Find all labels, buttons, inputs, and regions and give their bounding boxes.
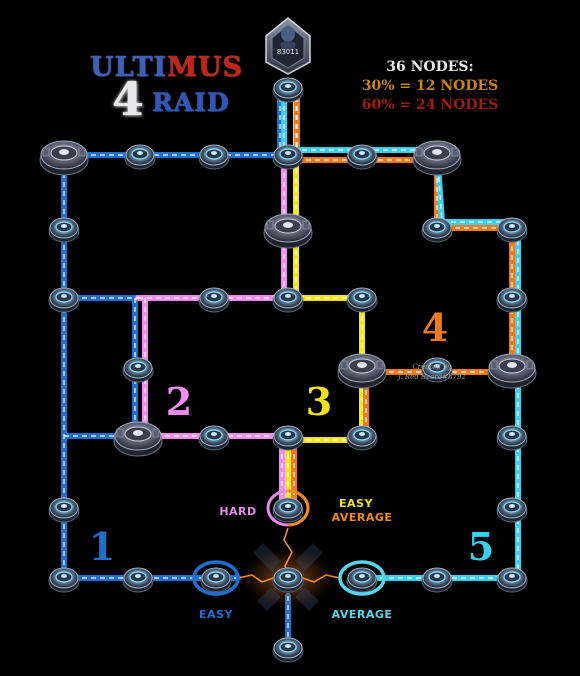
path-number-3: 3 bbox=[306, 379, 332, 424]
title-ulti: ULTI bbox=[90, 52, 168, 83]
raid-node[interactable] bbox=[496, 287, 528, 313]
raid-node[interactable] bbox=[122, 567, 154, 593]
raid-node-large[interactable] bbox=[113, 421, 163, 457]
info-total-nodes: 36 NODES: bbox=[386, 59, 474, 75]
label-average: AVERAGE bbox=[332, 608, 393, 621]
credit-line2: J. Red Beard#8792 bbox=[398, 373, 466, 381]
raid-node[interactable] bbox=[496, 567, 528, 593]
info-30-percent: 30% = 12 NODES bbox=[361, 78, 499, 94]
raid-node[interactable] bbox=[272, 77, 304, 103]
boss-label: 83011 bbox=[277, 48, 299, 56]
raid-node[interactable] bbox=[421, 357, 453, 383]
raid-node[interactable] bbox=[124, 144, 156, 170]
start-rings bbox=[192, 489, 386, 596]
node-info: 36 NODES: 30% = 12 NODES 60% = 24 NODES bbox=[360, 58, 500, 115]
raid-node[interactable] bbox=[48, 567, 80, 593]
node-layer bbox=[39, 77, 537, 663]
raid-node[interactable] bbox=[48, 497, 80, 523]
path-number-4: 4 bbox=[422, 305, 448, 350]
path-number-1: 1 bbox=[89, 524, 115, 569]
easy-start-ring[interactable] bbox=[192, 560, 240, 596]
raid-node[interactable] bbox=[200, 567, 232, 593]
label-easy: EASY bbox=[199, 608, 233, 621]
title-line1: ULTIMUS bbox=[90, 52, 243, 83]
average-start-ring[interactable] bbox=[338, 560, 386, 596]
raid-node[interactable] bbox=[198, 144, 230, 170]
raid-node[interactable] bbox=[272, 497, 304, 523]
raid-node-large[interactable] bbox=[412, 140, 462, 176]
raid-node[interactable] bbox=[198, 287, 230, 313]
raid-node[interactable] bbox=[496, 497, 528, 523]
raid-node[interactable] bbox=[272, 637, 304, 663]
raid-node[interactable] bbox=[122, 357, 154, 383]
raid-node[interactable] bbox=[496, 425, 528, 451]
title-number: 4 bbox=[112, 72, 145, 126]
raid-node[interactable] bbox=[496, 217, 528, 243]
label-easy-average-1: EASY bbox=[339, 497, 373, 510]
raid-node[interactable] bbox=[48, 287, 80, 313]
raid-node[interactable] bbox=[421, 217, 453, 243]
label-easy-average-2: AVERAGE bbox=[332, 511, 393, 524]
raid-node-large[interactable] bbox=[39, 140, 89, 176]
raid-node-large[interactable] bbox=[263, 213, 313, 249]
title-mus: MUS bbox=[167, 52, 243, 83]
raid-node[interactable] bbox=[346, 144, 378, 170]
title-line2: RAID bbox=[152, 88, 230, 117]
raid-node[interactable] bbox=[272, 425, 304, 451]
creator-credit: Created by J. Red Beard#8792 bbox=[392, 362, 472, 382]
raid-node[interactable] bbox=[272, 144, 304, 170]
raid-node-large[interactable] bbox=[487, 353, 537, 389]
raid-title: ULTIMUS 4 RAID bbox=[86, 52, 242, 126]
path-number-5: 5 bbox=[468, 524, 494, 569]
raid-node[interactable] bbox=[346, 287, 378, 313]
raid-node[interactable] bbox=[198, 425, 230, 451]
boss-icon[interactable]: 83011 bbox=[265, 17, 311, 75]
path-number-2: 2 bbox=[166, 379, 192, 424]
raid-node[interactable] bbox=[346, 567, 378, 593]
raid-node-large[interactable] bbox=[337, 353, 387, 389]
credit-line1: Created by bbox=[412, 363, 452, 371]
easy-average-start-ring[interactable] bbox=[287, 489, 310, 527]
raid-node[interactable] bbox=[421, 567, 453, 593]
raid-node[interactable] bbox=[272, 567, 304, 593]
raid-node[interactable] bbox=[272, 287, 304, 313]
raid-node[interactable] bbox=[48, 217, 80, 243]
info-60-percent: 60% = 24 NODES bbox=[361, 97, 499, 113]
label-hard: HARD bbox=[219, 505, 256, 518]
raid-node[interactable] bbox=[346, 425, 378, 451]
